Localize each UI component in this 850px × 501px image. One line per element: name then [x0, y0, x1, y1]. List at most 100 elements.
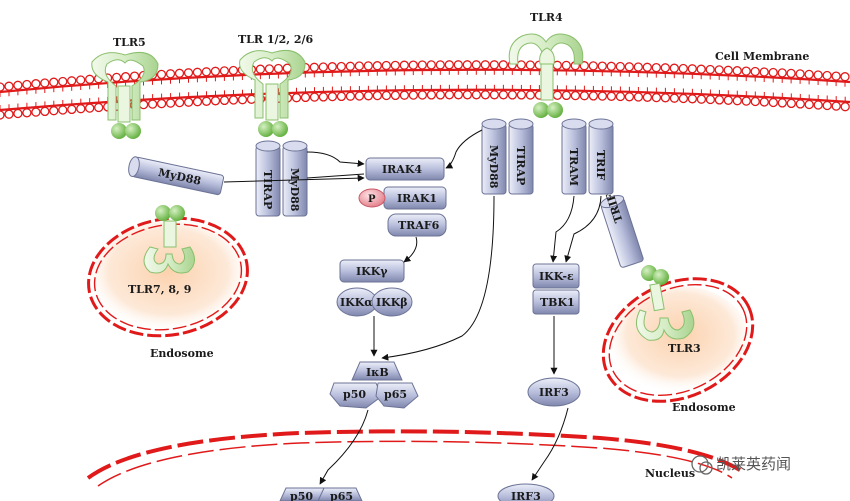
lipid-head — [192, 97, 203, 107]
lipid-head — [309, 62, 319, 72]
lipid-head — [31, 79, 41, 89]
lipid-head — [120, 72, 131, 82]
tlr4-label: TLR4 — [530, 11, 563, 24]
lipid-head — [31, 107, 41, 117]
lipid-head — [426, 60, 436, 70]
lipid-head — [669, 63, 679, 73]
lipid-head — [840, 72, 850, 82]
nuclear-membrane — [86, 429, 742, 487]
watermark: 凯莱英药闻 — [691, 455, 791, 475]
tlr12-26-label: TLR 1/2, 2/6 — [238, 33, 314, 46]
lipid-head — [408, 90, 419, 100]
lipid-head — [363, 91, 374, 101]
lipid-head — [786, 98, 796, 109]
lipid-head — [165, 98, 176, 108]
lipid-head — [408, 60, 418, 70]
lipid-head — [345, 61, 355, 71]
lipid-head — [417, 90, 428, 100]
lipid-head — [246, 94, 257, 104]
arrow-myd88-tlr5-to-irak4 — [223, 174, 365, 183]
lipid-head — [588, 91, 599, 101]
tlr3-tir-domain-right — [653, 269, 669, 285]
lipid-head — [714, 65, 724, 75]
lipid-head — [381, 60, 391, 71]
lipid-head — [489, 60, 499, 70]
ikk-beta-label: IKKβ — [376, 296, 408, 309]
lipid-head — [210, 66, 221, 76]
tlr5-receptor — [91, 52, 159, 139]
tlr789-tir-domain-left — [155, 205, 171, 221]
tlr3-receptor — [635, 265, 695, 341]
arrow-myd88-tlr12-to-irak4 — [306, 151, 365, 167]
lipid-head — [399, 60, 409, 70]
lipid-head — [696, 64, 706, 74]
cell-membrane-label: Cell Membrane — [715, 50, 809, 63]
lipid-head — [49, 77, 59, 87]
lipid-head — [651, 92, 662, 103]
phosphate-label: P — [368, 194, 376, 205]
lipid-head — [219, 66, 230, 76]
lipid-head — [597, 61, 607, 71]
ikk-gamma: IKKγ — [339, 259, 405, 283]
lipid-head — [813, 70, 823, 80]
tram-tlr4-label: TRAM — [567, 148, 580, 186]
lipid-head — [201, 96, 212, 106]
nuclear-irf3-label: IRF3 — [511, 490, 541, 501]
lipid-head — [291, 93, 302, 103]
lipid-head — [606, 91, 617, 101]
lipid-head — [444, 90, 455, 100]
lipid-head — [660, 93, 671, 103]
ikk-epsilon-label: IKK-ε — [539, 270, 574, 283]
lipid-head — [786, 68, 796, 79]
lipid-head — [561, 60, 571, 71]
lipid-head — [4, 81, 14, 91]
traf6: TRAF6 — [387, 213, 447, 237]
lipid-head — [750, 96, 760, 107]
tlr4-tir-domain-left — [533, 102, 549, 118]
lipid-head — [840, 102, 850, 112]
lipid-head — [435, 60, 445, 70]
lipid-head — [579, 91, 590, 101]
trif-tlr3: TRIF — [600, 191, 644, 268]
tbk1-label: TBK1 — [540, 296, 575, 309]
pathway-arrows — [223, 129, 602, 485]
ikk-alpha: IKKα — [336, 287, 378, 317]
lipid-head — [471, 90, 482, 100]
lipid-head — [633, 92, 644, 102]
lipid-head — [687, 94, 698, 104]
lipid-head — [174, 68, 185, 78]
ikk-beta: IKKβ — [371, 287, 413, 317]
lipid-head — [642, 62, 652, 72]
lipid-head — [327, 91, 338, 102]
lipid-head — [309, 92, 320, 102]
irf3-cytoplasm-label: IRF3 — [539, 386, 569, 399]
ikk-gamma-label: IKKγ — [356, 265, 388, 278]
lipid-head — [480, 60, 490, 70]
lipid-head — [795, 99, 805, 109]
lipid-head — [129, 71, 140, 81]
lipid-head — [831, 101, 841, 111]
lipid-head — [40, 106, 50, 117]
lipid-head — [201, 67, 212, 77]
nfkb-p65-label: p65 — [384, 388, 407, 401]
lipid-head — [228, 65, 239, 76]
line-tlr12-to-irak4 — [306, 173, 365, 179]
lipid-head — [723, 95, 733, 105]
endosome-left-label: Endosome — [150, 347, 214, 360]
lipid-head — [354, 91, 365, 101]
myd88-tlr4-label: MyD88 — [487, 145, 500, 189]
lipid-head — [705, 64, 715, 75]
lipid-head — [462, 60, 472, 70]
lipid-head — [651, 62, 661, 73]
tlr4-receptor — [508, 33, 584, 118]
lipid-head — [732, 66, 742, 76]
lipid-head — [741, 96, 751, 106]
lipid-head — [822, 100, 832, 111]
lipid-head — [489, 90, 500, 100]
tirap-tlr12-label: TIRAP — [261, 170, 274, 209]
nucleus-label: Nucleus — [645, 467, 695, 480]
arrow-traf6-to-ikk — [403, 236, 418, 263]
lipid-head — [687, 64, 697, 74]
lipid-head — [76, 104, 86, 114]
lipid-head — [381, 90, 392, 101]
